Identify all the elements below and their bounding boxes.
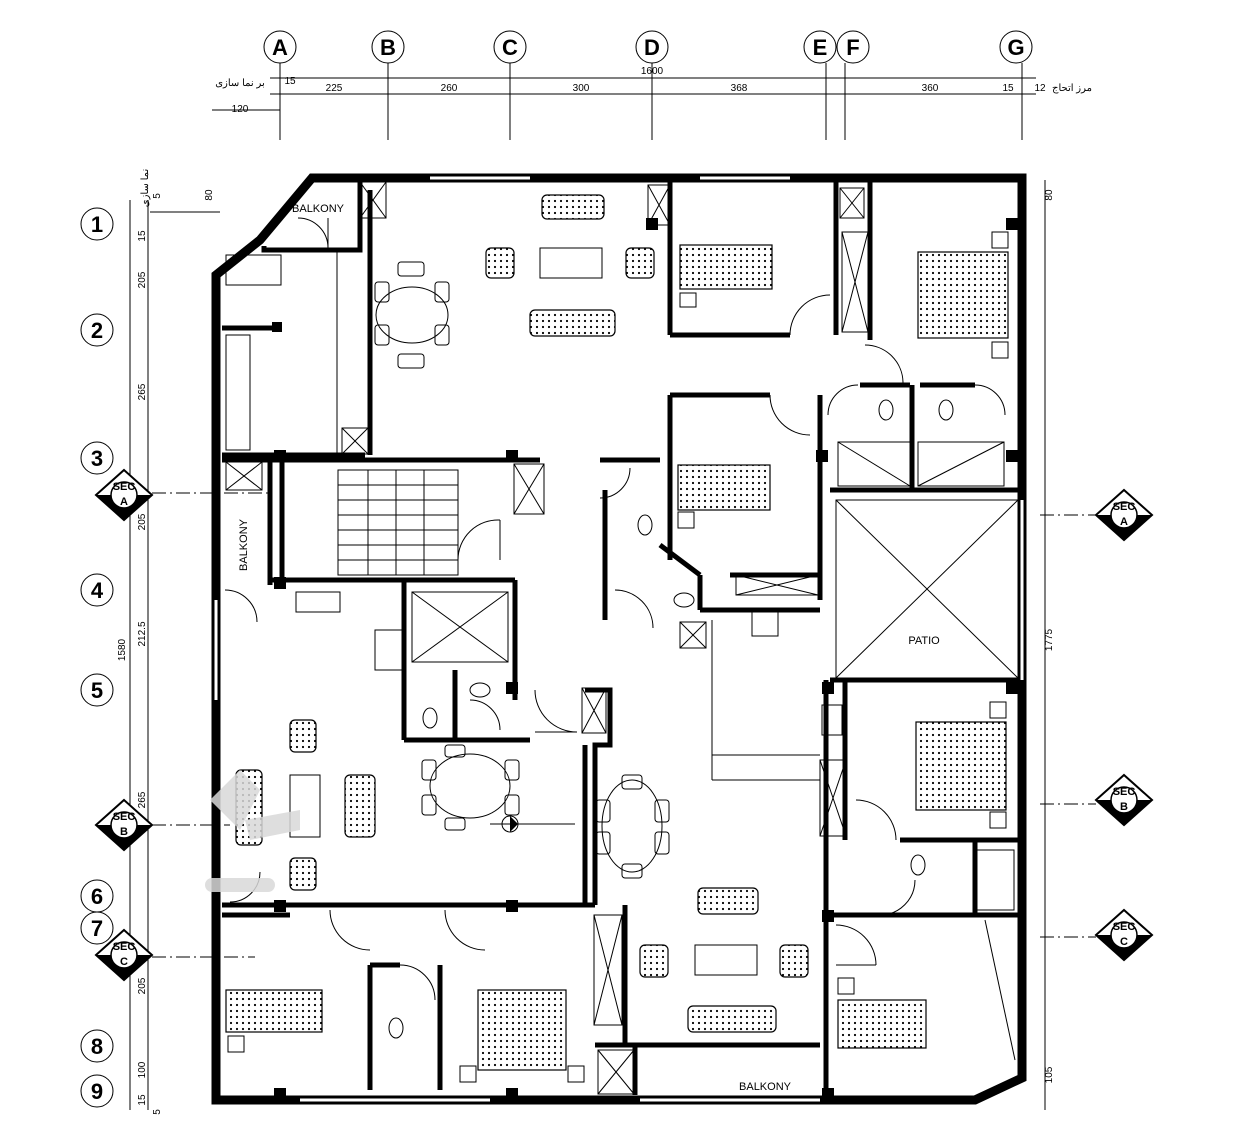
svg-text:5: 5	[91, 678, 103, 703]
grid-bubble-f: F	[836, 30, 870, 140]
svg-text:9: 9	[91, 1079, 103, 1104]
door-swings	[224, 217, 1006, 1001]
svg-text:5: 5	[152, 1109, 163, 1115]
svg-text:6: 6	[91, 884, 103, 909]
svg-text:SEC: SEC	[113, 481, 136, 493]
grid-bubble-3: 3	[80, 441, 114, 475]
svg-text:بر نما سازی: بر نما سازی	[215, 78, 265, 89]
svg-text:2: 2	[91, 318, 103, 343]
svg-text:360: 360	[922, 83, 939, 94]
svg-text:15: 15	[137, 230, 148, 242]
svg-text:260: 260	[441, 83, 458, 94]
compass-icon	[490, 815, 575, 833]
section-marker-c-right: SEC C	[1040, 908, 1154, 962]
svg-text:B: B	[120, 826, 128, 838]
svg-text:مرز اتحاج: مرز اتحاج	[1052, 83, 1092, 94]
svg-text:15: 15	[137, 1094, 148, 1106]
structural-columns	[272, 218, 1018, 1100]
svg-text:نما سازی: نما سازی	[140, 169, 151, 207]
svg-text:1: 1	[91, 212, 103, 237]
svg-text:B: B	[1120, 801, 1128, 813]
grid-bubble-d: D	[635, 30, 669, 140]
exterior-walls	[211, 173, 1027, 1105]
svg-text:265: 265	[137, 791, 148, 808]
svg-text:SEC: SEC	[113, 941, 136, 953]
room-labels: BALKONY BALKONY BALKONY PATIO	[238, 203, 940, 1093]
svg-text:12: 12	[1034, 83, 1046, 94]
svg-text:SEC: SEC	[113, 811, 136, 823]
grid-bubble-e: E	[803, 30, 837, 140]
svg-text:E: E	[813, 35, 828, 60]
svg-text:205: 205	[137, 513, 148, 530]
svg-text:212.5: 212.5	[137, 621, 148, 646]
svg-text:80: 80	[1044, 189, 1055, 201]
svg-text:368: 368	[731, 83, 748, 94]
balcony-top-label: BALKONY	[292, 203, 345, 215]
svg-text:5: 5	[152, 193, 163, 199]
svg-text:1580: 1580	[117, 638, 128, 661]
grid-bubble-7: 7	[80, 911, 114, 945]
grid-bubble-c: C	[493, 30, 527, 140]
section-marker-b-right: SEC B	[1040, 773, 1154, 827]
svg-text:SEC: SEC	[1113, 501, 1136, 513]
svg-text:D: D	[644, 35, 660, 60]
svg-text:A: A	[120, 496, 128, 508]
watermark-logo	[205, 770, 300, 892]
svg-text:15: 15	[1002, 83, 1014, 94]
svg-text:3: 3	[91, 446, 103, 471]
furniture	[225, 194, 1009, 1083]
interior-walls	[222, 178, 1020, 1095]
svg-text:1775: 1775	[1044, 628, 1055, 651]
svg-text:205: 205	[137, 977, 148, 994]
svg-text:7: 7	[91, 916, 103, 941]
svg-text:8: 8	[91, 1034, 103, 1059]
svg-text:225: 225	[326, 83, 343, 94]
svg-text:1600: 1600	[641, 66, 664, 77]
grid-columns: A B C D E F G	[263, 30, 1033, 140]
grid-bubble-g: G	[999, 30, 1033, 140]
section-marker-a-left: SEC A	[94, 468, 268, 522]
svg-text:80: 80	[204, 189, 215, 201]
patio-label: PATIO	[908, 635, 940, 647]
grid-bubble-4: 4	[80, 573, 114, 607]
svg-text:F: F	[846, 35, 859, 60]
grid-bubble-8: 8	[80, 1029, 114, 1063]
grid-bubble-b: B	[371, 30, 405, 140]
svg-text:120: 120	[232, 104, 249, 115]
grid-bubble-a: A	[263, 30, 297, 140]
balcony-left-label: BALKONY	[238, 518, 250, 571]
section-marker-c-left: SEC C	[94, 928, 255, 982]
right-dimension-lines: 1775 80 105	[1044, 180, 1055, 1110]
svg-text:265: 265	[137, 383, 148, 400]
svg-text:A: A	[1120, 516, 1128, 528]
svg-text:4: 4	[91, 578, 104, 603]
service-ducts	[225, 181, 1015, 1095]
svg-text:300: 300	[573, 83, 590, 94]
svg-text:C: C	[502, 35, 518, 60]
grid-bubble-5: 5	[80, 673, 114, 707]
grid-bubble-2: 2	[80, 313, 114, 347]
section-marker-b-left: SEC B	[94, 798, 230, 852]
svg-text:15: 15	[284, 76, 296, 87]
svg-text:SEC: SEC	[1113, 921, 1136, 933]
grid-bubble-1: 1	[80, 207, 114, 241]
balcony-bottom-label: BALKONY	[739, 1081, 792, 1093]
svg-text:SEC: SEC	[1113, 786, 1136, 798]
svg-text:100: 100	[137, 1061, 148, 1078]
top-dimension-lines: 1600 225 260 300 368 360 15 15 12 120 بر…	[212, 66, 1092, 115]
svg-text:205: 205	[137, 271, 148, 288]
svg-text:105: 105	[1044, 1066, 1055, 1083]
svg-text:A: A	[272, 35, 288, 60]
svg-text:C: C	[120, 956, 128, 968]
grid-rows: 1 2 3 4 5 6 7 8	[80, 207, 114, 1108]
svg-text:C: C	[1120, 936, 1128, 948]
svg-text:B: B	[380, 35, 396, 60]
grid-bubble-6: 6	[80, 879, 114, 913]
section-marker-a-right: SEC A	[1040, 488, 1154, 542]
svg-text:G: G	[1007, 35, 1024, 60]
grid-bubble-9: 9	[80, 1074, 114, 1108]
